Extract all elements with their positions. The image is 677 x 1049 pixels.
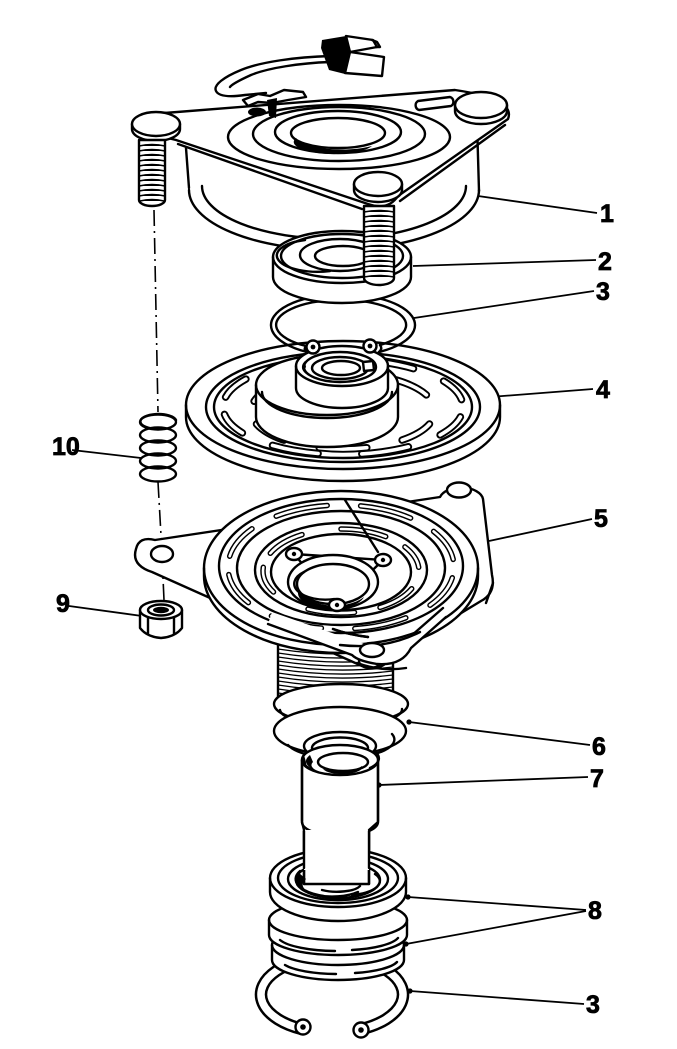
svg-text:9: 9	[56, 590, 70, 618]
svg-text:1: 1	[600, 200, 614, 228]
svg-text:8: 8	[588, 897, 602, 925]
svg-text:6: 6	[592, 733, 606, 761]
svg-text:7: 7	[590, 765, 604, 793]
svg-text:2: 2	[598, 248, 612, 276]
svg-text:3: 3	[596, 278, 610, 306]
svg-text:4: 4	[596, 376, 610, 404]
svg-text:5: 5	[594, 505, 608, 533]
svg-text:10: 10	[52, 433, 80, 461]
svg-text:3: 3	[586, 991, 600, 1019]
